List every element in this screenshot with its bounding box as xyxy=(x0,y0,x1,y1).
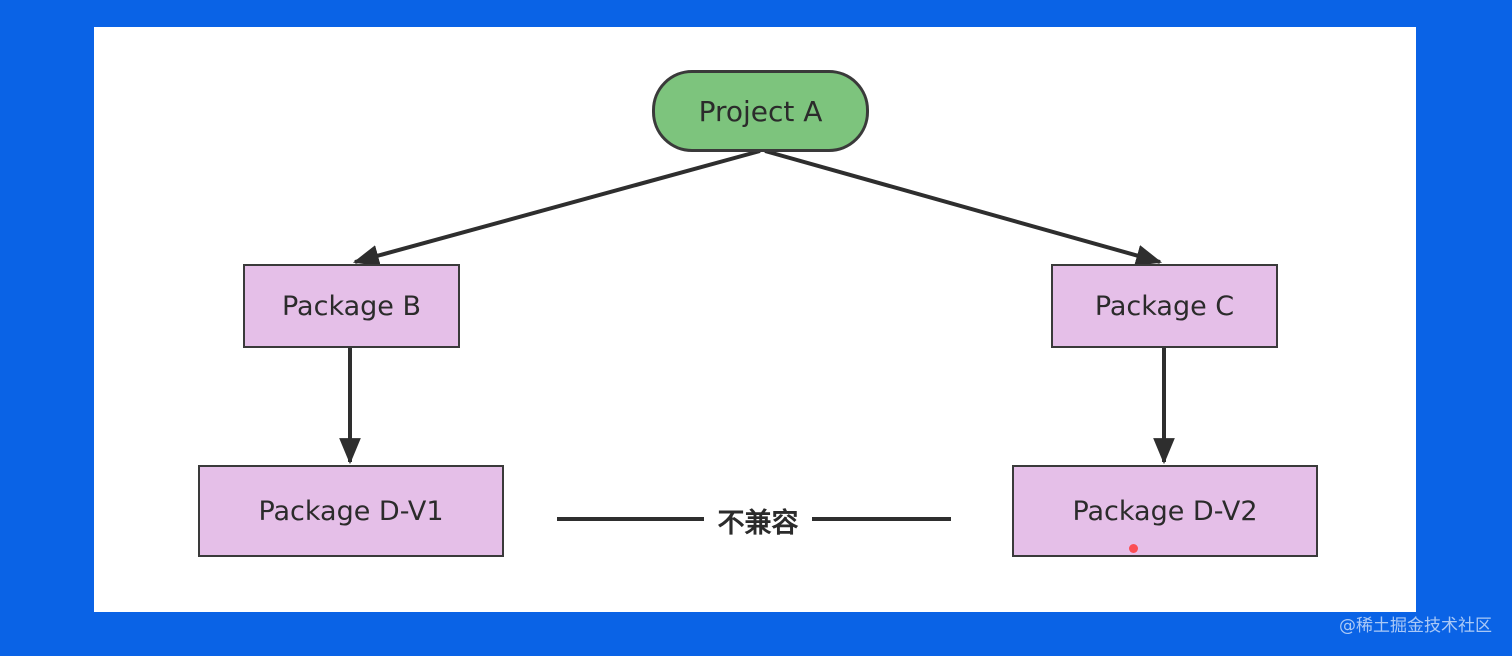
edge-a-to-c xyxy=(764,149,1163,266)
edge-a-to-b xyxy=(352,149,761,267)
node-project-a-label: Project A xyxy=(698,94,823,128)
node-project-a: Project A xyxy=(652,70,869,152)
node-package-c: Package C xyxy=(1051,264,1278,348)
cursor-dot xyxy=(1129,544,1138,553)
conflict-label: 不兼容 xyxy=(704,500,812,540)
node-package-d-v2-label: Package D-V2 xyxy=(1072,495,1258,527)
node-package-d-v1-label: Package D-V1 xyxy=(258,495,444,527)
node-package-c-label: Package C xyxy=(1094,290,1235,322)
watermark: @稀土掘金技术社区 xyxy=(1339,616,1492,636)
node-package-d-v2: Package D-V2 xyxy=(1012,465,1318,557)
node-package-b-label: Package B xyxy=(281,290,422,322)
node-package-d-v1: Package D-V1 xyxy=(198,465,504,557)
node-package-b: Package B xyxy=(243,264,460,348)
